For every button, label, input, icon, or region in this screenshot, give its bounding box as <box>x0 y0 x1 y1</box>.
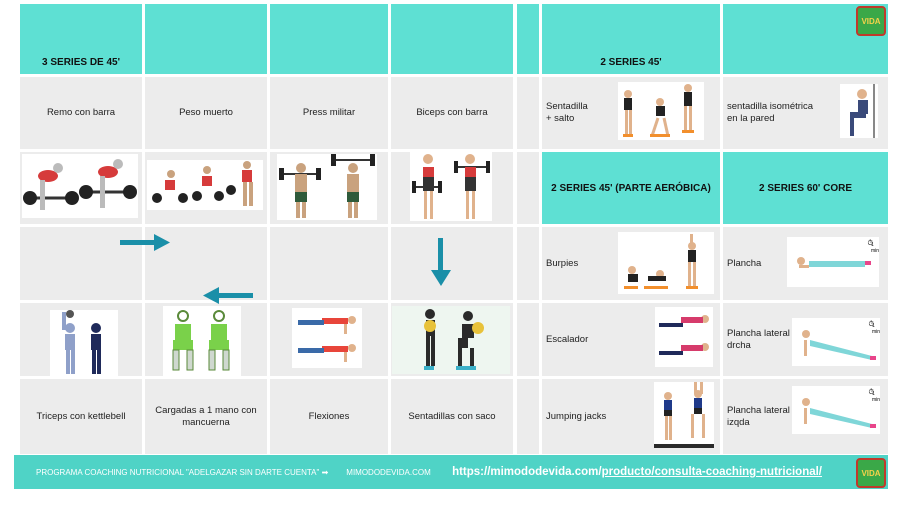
site-link[interactable]: MIMODODEVIDA.COM <box>346 467 431 477</box>
logo-text: VIDA <box>861 16 881 26</box>
escalador-illustration <box>655 307 713 367</box>
header-legs: 2 SERIES 45' <box>542 4 720 74</box>
exercise-triceps: Triceps con kettlebell <box>20 379 142 454</box>
plancha-lateral-dcha-illustration: ⏱ 1 min <box>792 318 880 366</box>
stopwatch-icon: ⏱ <box>867 240 873 247</box>
spacer-cell <box>517 227 539 300</box>
exercise-flexiones: Flexiones <box>270 379 388 454</box>
exercise-label: Burpies <box>546 257 579 269</box>
header-legs-text: 2 SERIES 45' <box>600 57 662 68</box>
logo-text: VIDA <box>861 468 881 478</box>
exercise-biceps: Biceps con barra <box>391 77 513 149</box>
exercise-label: Peso muerto <box>179 107 233 119</box>
remo-illustration <box>22 154 138 218</box>
exercise-label: Escalador <box>546 333 589 345</box>
empty-cell <box>145 227 267 300</box>
burpies-illustration <box>618 232 714 294</box>
header-aerobic-text: 2 SERIES 45' (PARTE AERÓBICA) <box>551 182 711 194</box>
url-prefix[interactable]: https://mimododevida.com/ <box>452 466 602 478</box>
exercise-cargadas: Cargadas a 1 mano con mancuerna <box>145 379 267 454</box>
header-blank <box>270 4 388 74</box>
brand-logo: VIDA <box>856 6 886 36</box>
exercise-label: Biceps con barra <box>416 107 488 119</box>
exercise-label: Plancha lateral izqda <box>727 404 790 428</box>
workout-grid: 3 SERIES DE 45' 2 SERIES 45' Remo con ba… <box>20 4 888 454</box>
exercise-label: Plancha lateral drcha <box>727 327 790 351</box>
biceps-illustration <box>410 151 492 221</box>
url-path[interactable]: producto/consulta-coaching-nutricional/ <box>601 466 822 478</box>
press-militar-illustration <box>277 154 377 220</box>
timer-label: 1 min <box>872 323 881 335</box>
spacer-cell <box>517 77 539 149</box>
triceps-kettlebell-illustration <box>50 310 118 376</box>
sentadilla-salto-illustration <box>618 82 704 140</box>
timer-label: 1 min <box>871 242 880 254</box>
plancha-illustration: ⏱ 1 min <box>787 237 879 287</box>
exercise-label: sentadilla isométrica en la pared <box>727 101 814 124</box>
exercise-remo: Remo con barra <box>20 77 142 149</box>
peso-muerto-illustration <box>147 160 263 210</box>
header-core-text: 2 SERIES 60' CORE <box>759 182 852 194</box>
exercise-label: Remo con barra <box>46 107 116 119</box>
arrow-right-icon <box>120 234 170 251</box>
header-aerobic: 2 SERIES 45' (PARTE AERÓBICA) <box>542 152 720 224</box>
stopwatch-icon: ⏱ <box>868 321 874 328</box>
footer-banner: PROGRAMA COACHING NUTRICIONAL "ADELGAZAR… <box>14 455 888 489</box>
stopwatch-icon: ⏱ <box>868 389 874 396</box>
spacer-cell <box>517 303 539 376</box>
exercise-label: Plancha <box>727 257 762 269</box>
exercise-label: Triceps con kettlebell <box>36 410 126 422</box>
exercise-saco: Sentadillas con saco <box>391 379 513 454</box>
sentadillas-saco-illustration <box>392 306 510 374</box>
consultation-url[interactable]: https://mimododevida.com/producto/consul… <box>452 466 822 478</box>
jumping-jacks-illustration <box>654 382 714 448</box>
header-blank <box>517 4 539 74</box>
program-text: PROGRAMA COACHING NUTRICIONAL "ADELGAZAR… <box>36 467 329 477</box>
empty-cell <box>270 227 388 300</box>
header-strength: 3 SERIES DE 45' <box>20 4 142 74</box>
footer-logo: VIDA <box>856 458 886 488</box>
arrow-down-icon <box>431 238 451 286</box>
exercise-label: Cargadas a 1 mano con mancuerna <box>155 404 257 428</box>
empty-cell <box>391 227 513 300</box>
header-strength-text: 3 SERIES DE 45' <box>42 57 120 68</box>
exercise-label: Sentadilla + salto <box>546 101 588 124</box>
empty-cell <box>20 227 142 300</box>
timer-label: 1 min <box>872 391 881 403</box>
cargadas-illustration <box>163 306 241 376</box>
plancha-lateral-izqda-illustration: ⏱ 1 min <box>792 386 880 434</box>
spacer-cell <box>517 379 539 454</box>
header-blank <box>391 4 513 74</box>
exercise-peso: Peso muerto <box>145 77 267 149</box>
arrow-left-icon <box>203 287 253 304</box>
exercise-label: Sentadillas con saco <box>408 410 496 422</box>
spacer-cell <box>517 152 539 224</box>
exercise-press: Press militar <box>270 77 388 149</box>
header-core: 2 SERIES 60' CORE <box>723 152 888 224</box>
exercise-label: Press militar <box>302 107 356 119</box>
flexiones-illustration <box>292 308 362 368</box>
sentadilla-isometrica-illustration <box>840 84 878 138</box>
exercise-label: Flexiones <box>308 410 350 422</box>
exercise-label: Jumping jacks <box>546 410 607 422</box>
header-blank <box>145 4 267 74</box>
